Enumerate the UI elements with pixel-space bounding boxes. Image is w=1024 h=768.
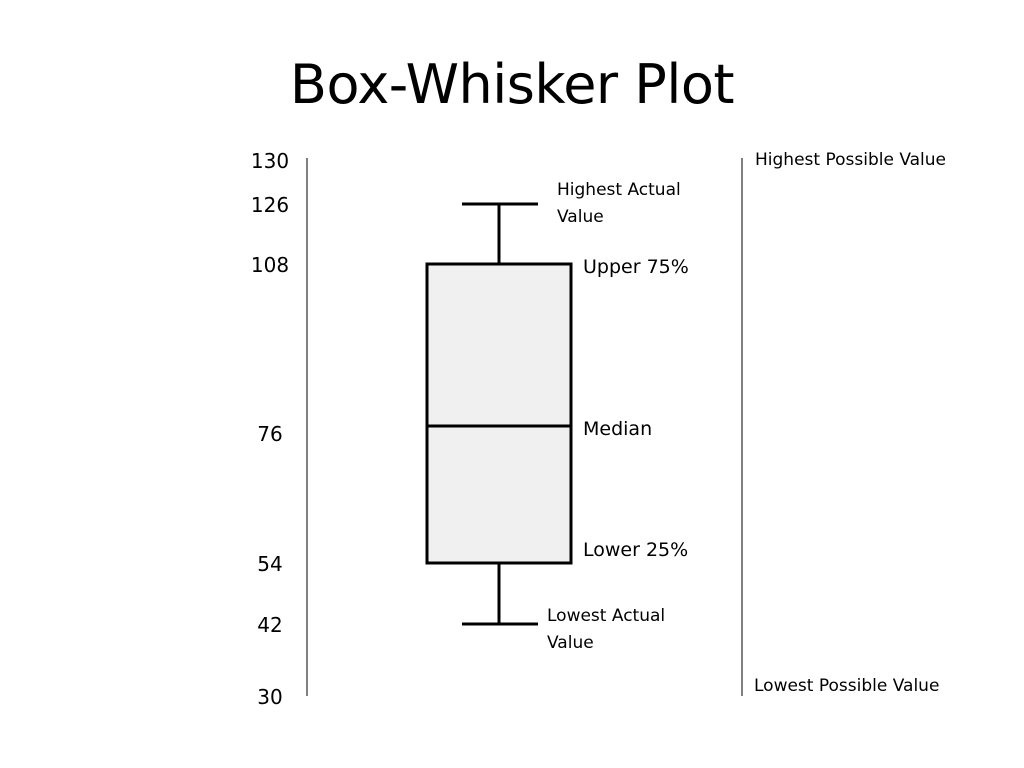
upper-quartile-label: Upper 75% [583, 256, 689, 278]
y-tick-label: 30 [257, 685, 282, 709]
y-tick-label: 130 [251, 149, 289, 173]
highest-actual-label-line2: Value [557, 207, 604, 227]
y-tick-labels: 130 126 108 76 54 42 30 [251, 149, 289, 709]
y-tick-label: 42 [257, 613, 282, 637]
lowest-actual-label: Lowest Actual [547, 606, 665, 626]
lower-quartile-label: Lower 25% [583, 539, 688, 561]
y-tick-label: 126 [251, 193, 289, 217]
lowest-possible-label: Lowest Possible Value [754, 676, 939, 696]
y-tick-label: 76 [257, 422, 282, 446]
chart-title: Box-Whisker Plot [289, 53, 735, 116]
lowest-actual-label-line2: Value [547, 633, 594, 653]
median-label: Median [583, 418, 652, 440]
y-tick-label: 54 [257, 552, 282, 576]
box-plot [425, 202, 573, 626]
iqr-box [425, 262, 573, 565]
y-tick-label: 108 [251, 253, 289, 277]
highest-possible-label: Highest Possible Value [755, 150, 946, 170]
highest-actual-label: Highest Actual [557, 180, 681, 200]
